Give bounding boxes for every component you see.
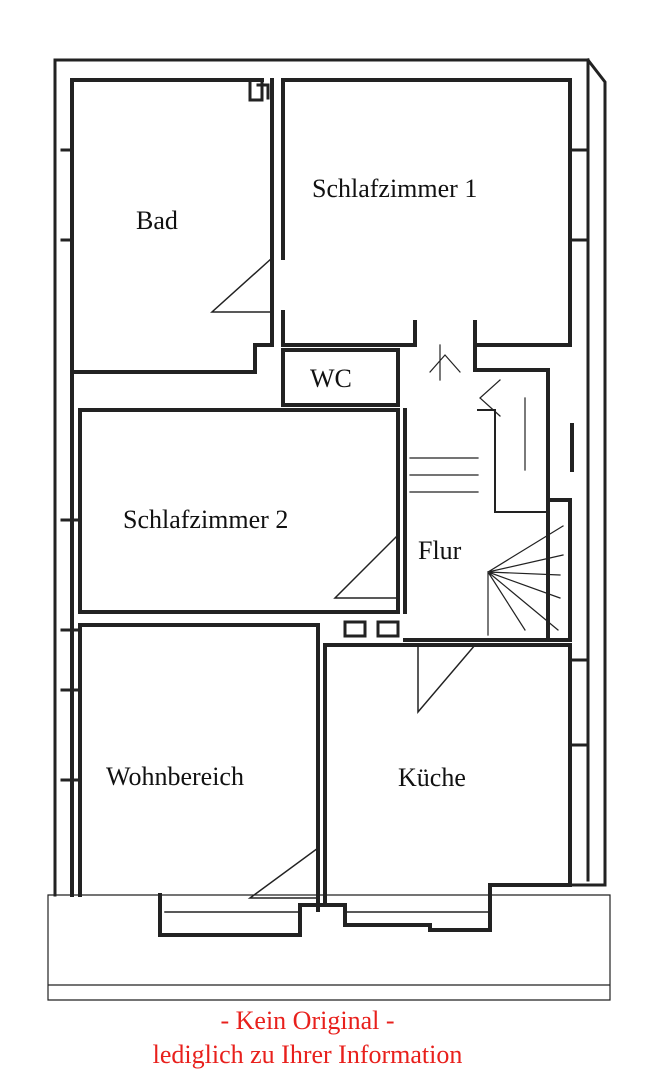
wall-schlafzimmer1 — [281, 78, 477, 347]
wall-bottom — [158, 893, 432, 937]
flur-symbols — [429, 344, 526, 471]
door-kueche — [417, 643, 477, 715]
outer-wall-right — [570, 57, 607, 887]
room-label-wc: WC — [310, 364, 352, 393]
flur-built-in — [477, 409, 549, 513]
room-label-schlafzimmer1: Schlafzimmer 1 — [312, 174, 478, 203]
wall-bad — [73, 78, 274, 374]
door-wohnbereich — [247, 846, 320, 899]
shafts — [343, 620, 400, 638]
wall-wc — [281, 348, 400, 407]
window-marks — [60, 148, 590, 782]
notice-line-2: lediglich zu Ihrer Information — [152, 1040, 463, 1069]
room-label-flur: Flur — [418, 536, 462, 565]
room-label-bad: Bad — [136, 206, 178, 235]
flur-hatching — [409, 457, 479, 493]
chimney — [248, 78, 270, 102]
balcony — [47, 894, 611, 1001]
wall-schlafzimmer2 — [78, 408, 400, 614]
room-label-wohnbereich: Wohnbereich — [106, 762, 244, 791]
room-label-schlafzimmer2: Schlafzimmer 2 — [123, 505, 289, 534]
notice-line-1: - Kein Original - — [220, 1006, 395, 1035]
wall-flur — [403, 343, 572, 642]
outer-wall-inner — [70, 78, 572, 897]
door-schlafzimmer2 — [333, 533, 400, 599]
door-bad — [210, 256, 274, 313]
wall-kueche — [323, 643, 572, 932]
outer-wall — [53, 58, 590, 897]
wall-wohnbereich — [78, 623, 320, 912]
room-label-kueche: Küche — [398, 763, 466, 792]
wall-flur-right — [546, 423, 574, 642]
stairs — [487, 525, 564, 636]
